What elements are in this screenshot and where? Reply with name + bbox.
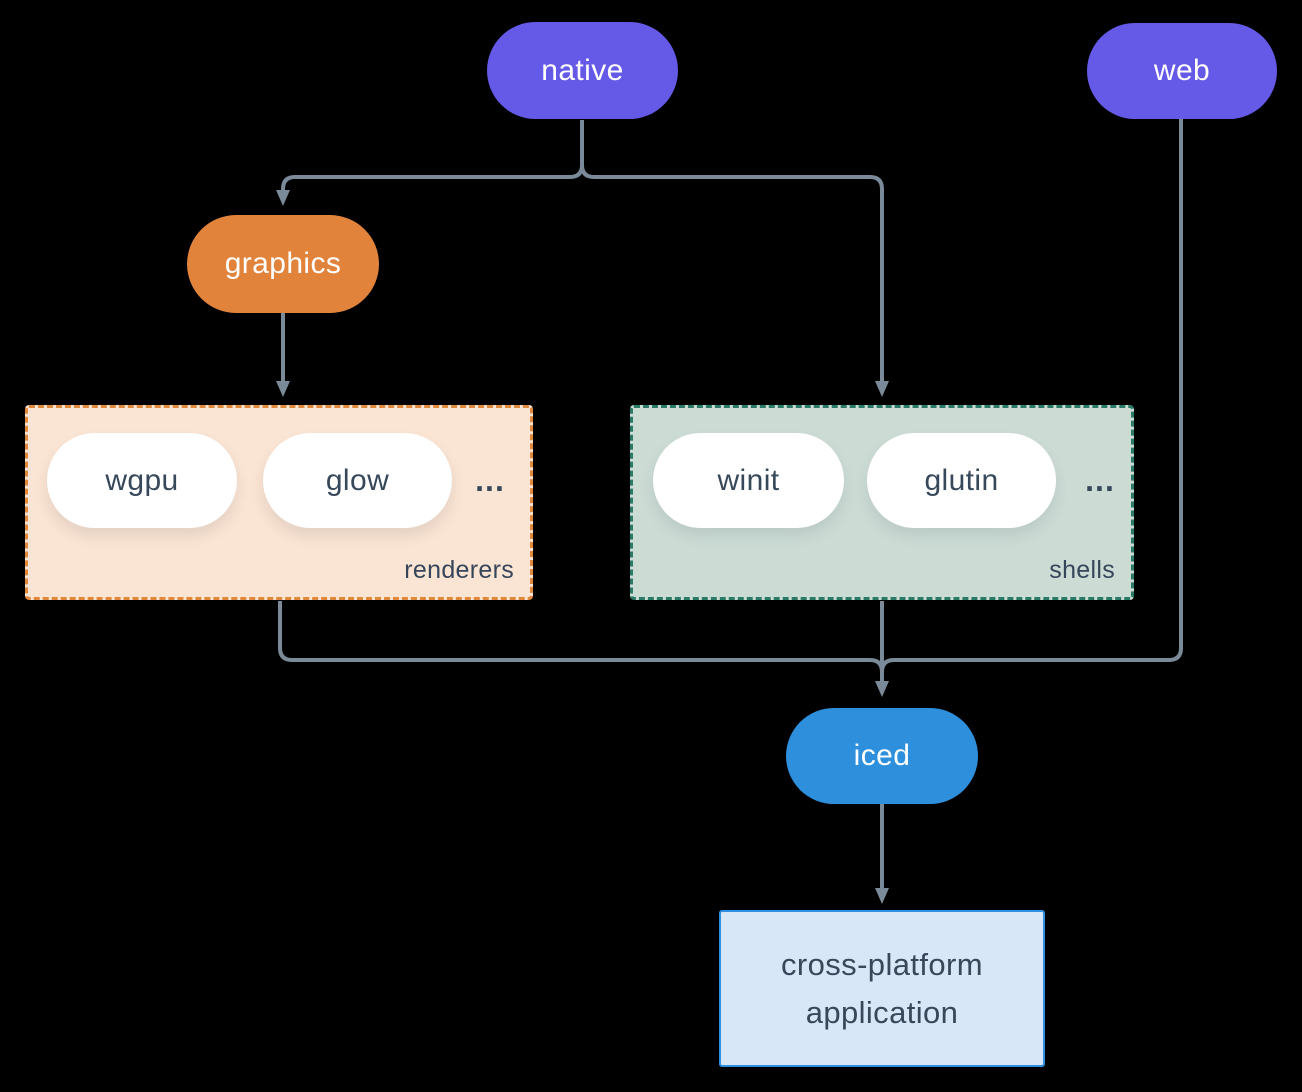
node-winit: winit [653,433,844,528]
node-web: web [1087,23,1277,119]
node-glutin-label: glutin [924,463,999,497]
edge-native-graphics [276,120,584,206]
node-iced: iced [786,708,978,804]
app-label-line2: application [805,994,959,1030]
node-graphics: graphics [187,215,379,313]
node-glow-label: glow [325,463,390,497]
app-label-line1: cross-platform [781,946,983,982]
renderers-group-label: renderers [404,556,514,584]
node-iced-label: iced [853,739,911,772]
node-wgpu-label: wgpu [105,463,179,497]
renderers-ellipsis: ... [475,462,505,498]
node-web-label: web [1153,54,1211,87]
node-cross-platform-application: cross-platform application [719,910,1045,1067]
node-graphics-label: graphics [224,247,342,280]
node-wgpu: wgpu [47,433,237,528]
node-native-label: native [541,53,624,87]
node-glutin: glutin [867,433,1056,528]
node-winit-label: winit [717,463,780,497]
shells-group-label: shells [1049,556,1115,584]
node-glow: glow [263,433,452,528]
edge-native-shells [580,120,889,397]
node-native: native [487,22,678,119]
edge-renderers-iced [278,601,884,673]
shells-ellipsis: ... [1085,462,1115,498]
